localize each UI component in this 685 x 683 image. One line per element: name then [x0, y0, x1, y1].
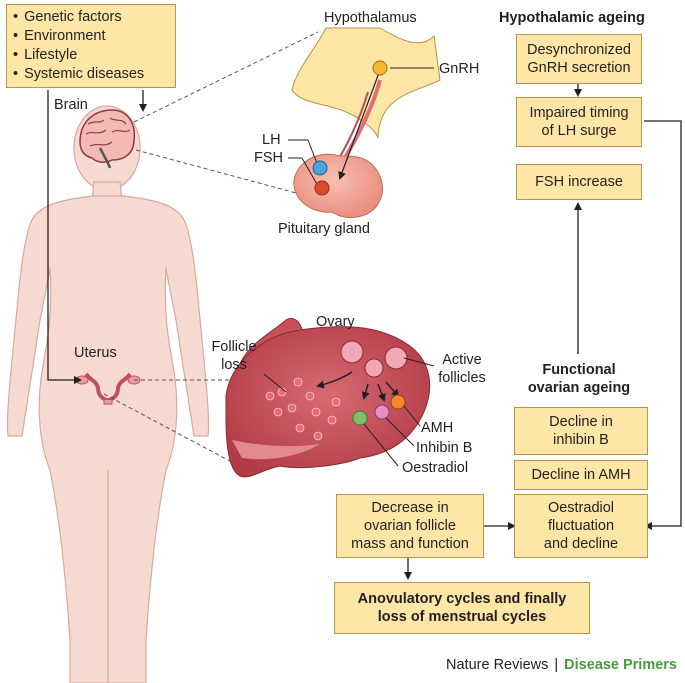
dashed-connectors: [103, 31, 319, 477]
amh-label: AMH: [421, 420, 454, 436]
hypothalamic-ageing-title: Hypothalamic ageing: [499, 10, 645, 26]
uterus-label: Uterus: [74, 345, 117, 361]
series-name: Disease Primers: [564, 657, 677, 673]
ovary-illustration: [225, 317, 435, 478]
brain-label: Brain: [54, 97, 88, 113]
fsh-increase-box: FSH increase: [516, 164, 642, 200]
publisher-name: Nature Reviews: [446, 657, 549, 673]
risk-factor-item: Genetic factors: [13, 8, 175, 27]
inhibin-b-label: Inhibin B: [416, 440, 473, 456]
brain-illustration: [79, 109, 136, 169]
pituitary-illustration: [288, 27, 441, 219]
oestradiol-label: Oestradiol: [402, 460, 469, 476]
body-silhouette: [6, 105, 210, 683]
lh-label: LH: [262, 132, 281, 148]
risk-factor-item: Systemic diseases: [13, 65, 175, 84]
risk-factors-box: Genetic factors Environment Lifestyle Sy…: [6, 4, 176, 88]
ovary-label: Ovary: [316, 314, 355, 330]
amh-decline-box: Decline in AMH: [514, 460, 648, 490]
risk-factor-item: Lifestyle: [13, 46, 175, 65]
risk-factor-item: Environment: [13, 27, 175, 46]
credit-line: Nature Reviews|Disease Primers: [446, 657, 677, 673]
hypothalamus-label: Hypothalamus: [324, 10, 417, 26]
pituitary-gland-label: Pituitary gland: [278, 221, 370, 237]
flow-arrows: [47, 84, 682, 580]
fsh-label: FSH: [254, 150, 283, 166]
gnrh-label: GnRH: [439, 61, 480, 77]
